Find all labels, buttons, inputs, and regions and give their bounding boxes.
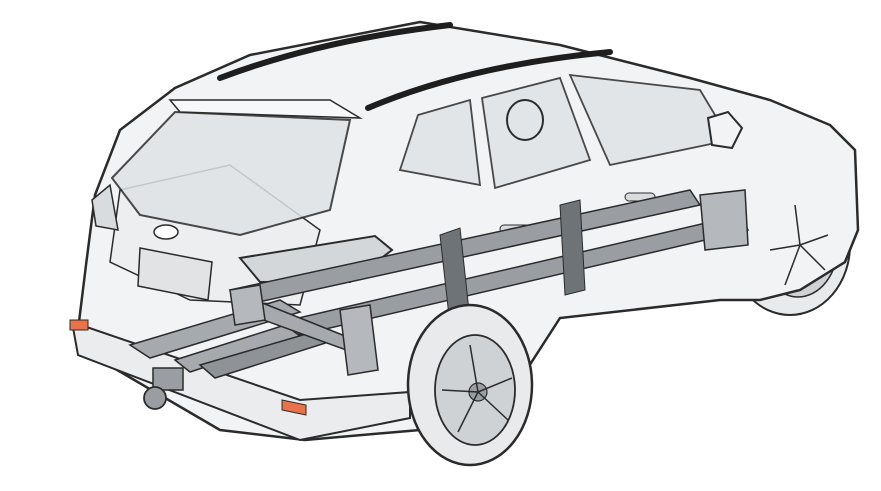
windows <box>110 73 744 237</box>
chassis-frame <box>228 189 750 336</box>
roof-rails <box>217 22 613 111</box>
rear-wheel <box>406 303 534 467</box>
tow-hitch-frame <box>128 284 379 410</box>
rear-reflectors <box>69 319 307 416</box>
front-wheel-spokes <box>769 204 829 286</box>
